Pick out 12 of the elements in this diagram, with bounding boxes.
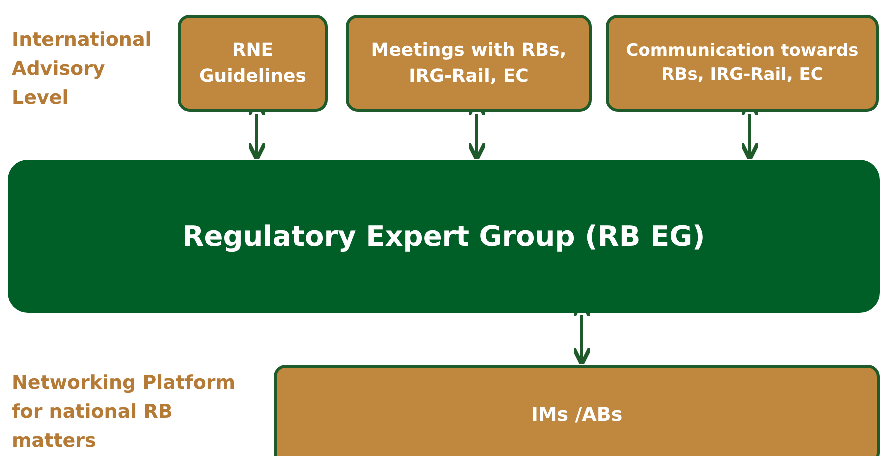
node-text: Regulatory Expert Group (RB EG) bbox=[182, 218, 706, 255]
process-box bbox=[178, 15, 328, 112]
node-text: IMs /ABs bbox=[531, 402, 623, 428]
level-label: Networking Platform for national RB matters bbox=[12, 371, 237, 454]
process-box bbox=[346, 15, 592, 112]
process-box bbox=[606, 15, 879, 112]
level-label: International Advisory Level bbox=[12, 28, 153, 111]
process-box bbox=[274, 365, 880, 456]
group-box bbox=[8, 160, 880, 313]
node-text: Communication towards RBs, IRG-Rail, EC bbox=[625, 40, 860, 86]
node-text: Meetings with RBs, IRG-Rail, EC bbox=[370, 39, 568, 88]
node-text: RNE Guidelines bbox=[198, 39, 308, 88]
